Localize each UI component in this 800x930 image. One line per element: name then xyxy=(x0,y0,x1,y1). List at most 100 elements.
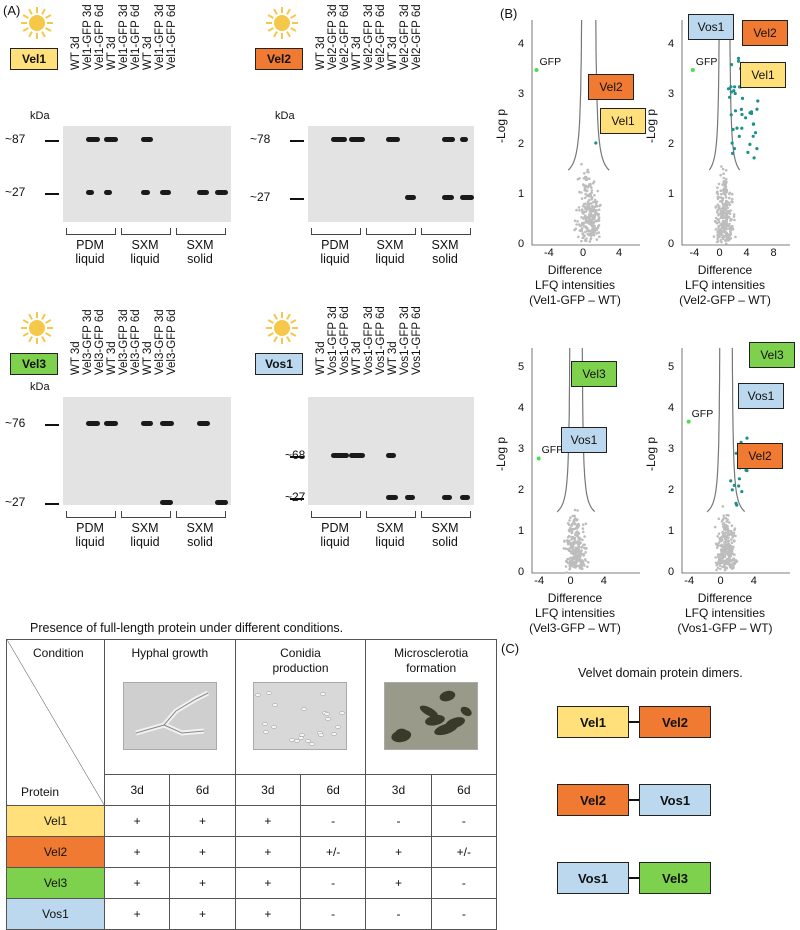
mw-marker: ~27 xyxy=(5,185,26,199)
x-tick-label: -4 xyxy=(544,247,554,259)
protein-tag: Vel1 xyxy=(600,108,646,134)
data-point xyxy=(585,189,589,192)
y-axis-label: -Log p xyxy=(644,108,659,143)
lane-label: Vel3-GFP 6d xyxy=(88,309,106,387)
protein-cell: Vel1 xyxy=(6,805,105,837)
lane-label: Vel3-GFP 3d xyxy=(112,309,130,387)
presence-cell: + xyxy=(365,836,432,868)
data-point xyxy=(590,198,593,201)
protein-band xyxy=(196,421,210,426)
data-point xyxy=(732,531,736,535)
condition-text: SXM xyxy=(186,521,214,535)
axis-line xyxy=(681,20,790,246)
lane-label: WT 3d xyxy=(136,10,154,82)
data-point xyxy=(573,522,576,525)
data-point xyxy=(717,228,720,232)
gfp-point xyxy=(536,456,541,461)
lane-label: Vel2-GFP 3d xyxy=(393,4,411,82)
data-point xyxy=(592,234,596,237)
volcano-plot-3 xyxy=(531,347,640,574)
day-header: 6d xyxy=(299,774,367,806)
condition-text: liquid xyxy=(320,535,350,549)
data-point xyxy=(724,221,728,225)
presence-cell: - xyxy=(299,805,367,837)
data-point xyxy=(580,209,584,212)
protein-band xyxy=(159,421,174,426)
data-point xyxy=(577,524,581,527)
data-point xyxy=(573,560,577,564)
data-point xyxy=(587,233,591,237)
x-tick-label: -4 xyxy=(684,575,695,587)
data-point xyxy=(584,214,587,218)
presence-cell: +/- xyxy=(430,836,498,868)
data-point xyxy=(574,531,578,534)
data-point xyxy=(717,233,720,236)
y-tick-label: 1 xyxy=(668,188,675,200)
data-point xyxy=(725,540,728,544)
kda-label: kDa xyxy=(30,110,50,122)
dimer-protein: Vel1 xyxy=(557,706,629,738)
data-point xyxy=(721,183,724,186)
significant-point xyxy=(755,147,759,151)
dimer-link xyxy=(629,721,639,723)
data-point xyxy=(573,517,577,520)
data-point xyxy=(589,221,593,225)
dimer-protein: Vel2 xyxy=(639,706,711,738)
protein-tag: Vel3 xyxy=(571,361,617,387)
data-point xyxy=(717,226,720,230)
data-point xyxy=(589,207,593,211)
data-point xyxy=(590,186,593,189)
protein-band xyxy=(215,190,228,195)
panel-label-c: (C) xyxy=(501,641,520,656)
condition-text: SXM xyxy=(431,521,459,535)
microsclerotia-shape xyxy=(391,690,472,743)
data-point xyxy=(721,167,725,171)
data-point xyxy=(579,550,583,554)
condition-text: PDM xyxy=(76,521,104,535)
data-point xyxy=(587,213,591,216)
data-point xyxy=(588,205,591,209)
data-point xyxy=(570,561,573,565)
data-point xyxy=(583,234,586,237)
x-axis-label-line: LFQ intensities xyxy=(684,606,766,620)
gfp-point xyxy=(686,419,691,424)
protein-band xyxy=(404,195,416,200)
data-point xyxy=(574,533,577,536)
blot-membrane xyxy=(308,126,474,222)
data-point xyxy=(589,202,593,205)
condition-text: PDM xyxy=(321,238,349,252)
data-point xyxy=(729,217,733,221)
data-point xyxy=(731,547,734,551)
data-point xyxy=(716,535,719,538)
corner-protein: Protein xyxy=(21,785,60,799)
lane-label: WT 3d xyxy=(309,10,327,82)
presence-cell: + xyxy=(365,867,432,899)
presence-cell: + xyxy=(234,867,301,899)
lane-label: Vel2-GFP 6d xyxy=(369,4,387,82)
mw-marker: ~76 xyxy=(5,416,26,430)
data-point xyxy=(718,554,722,557)
data-point xyxy=(730,563,733,567)
significant-point xyxy=(732,89,736,93)
significant-point xyxy=(752,156,756,160)
data-point xyxy=(718,200,722,203)
data-point xyxy=(730,524,734,527)
data-point xyxy=(597,208,601,212)
data-point xyxy=(592,230,596,234)
x-tick-label: 0 xyxy=(717,575,724,587)
data-point xyxy=(732,565,735,568)
data-point xyxy=(725,189,729,192)
data-point xyxy=(719,230,723,233)
dimer-protein: Vos1 xyxy=(557,862,629,894)
axis-line xyxy=(681,348,790,574)
condition-title: Conidia production xyxy=(272,646,329,675)
data-point xyxy=(574,546,578,549)
y-tick-label: 2 xyxy=(518,484,525,497)
data-point xyxy=(728,565,732,569)
lane-label: Vel1-GFP 3d xyxy=(112,4,130,82)
lane-label: Vos1-GFP 3d xyxy=(321,306,339,387)
